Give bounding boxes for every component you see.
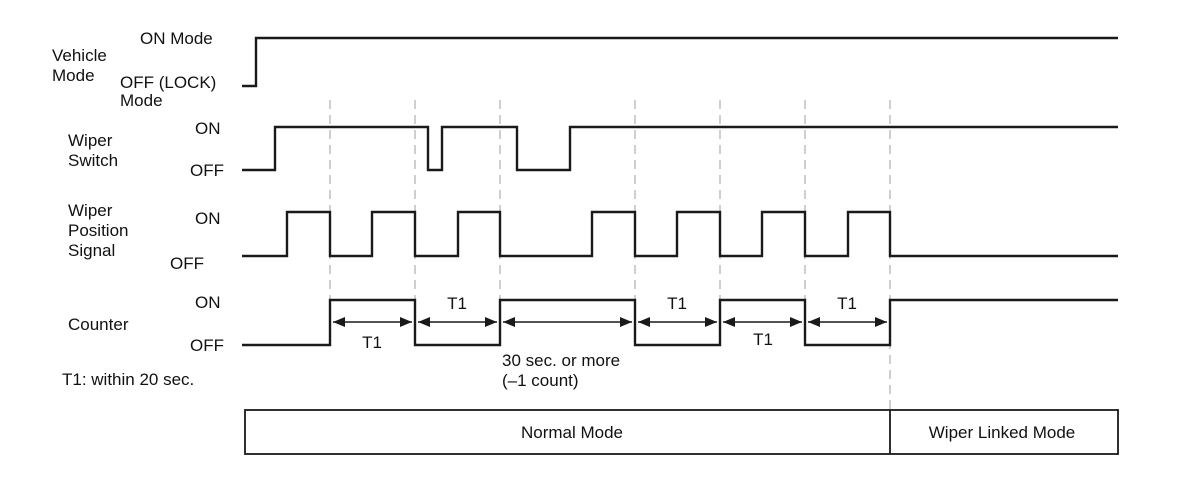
arrowhead xyxy=(503,317,515,327)
counter-label: Counter xyxy=(68,315,129,334)
long-interval-label-line2: (–1 count) xyxy=(502,371,579,390)
vehicle-mode-label-line2: Mode xyxy=(52,66,95,85)
mode-bar-outline xyxy=(244,409,1119,455)
arrowhead xyxy=(620,317,632,327)
wiper-position-label-line1: Wiper xyxy=(68,201,113,220)
vehicle-mode-label-line1: Vehicle xyxy=(52,46,107,65)
wiper-switch-label-line2: Switch xyxy=(68,151,118,170)
arrowhead xyxy=(333,317,345,327)
vehicle-mode-row: Vehicle Mode ON Mode OFF (LOCK) Mode xyxy=(52,29,1118,110)
wiper-position-row: Wiper Position Signal ON OFF xyxy=(68,201,1118,273)
mode-bar: Normal Mode Wiper Linked Mode xyxy=(244,409,1119,455)
t1-label: T1 xyxy=(753,330,773,349)
arrowhead xyxy=(790,317,802,327)
wiper-switch-label-line1: Wiper xyxy=(68,131,113,150)
wiper-position-label-line2: Position xyxy=(68,221,128,240)
counter-off-label: OFF xyxy=(190,336,224,355)
normal-mode-label: Normal Mode xyxy=(521,423,623,442)
wiper-switch-off-label: OFF xyxy=(190,161,224,180)
interval-labels: T1 T1 T1 T1 T1 30 sec. or more (–1 count… xyxy=(362,294,857,390)
vehicle-mode-off-label-line2: Mode xyxy=(120,91,163,110)
wiper-position-waveform xyxy=(242,210,1118,258)
wiper-switch-on-label: ON xyxy=(195,119,221,138)
arrowhead xyxy=(808,317,820,327)
arrowhead xyxy=(705,317,717,327)
arrowhead xyxy=(418,317,430,327)
counter-on-label: ON xyxy=(195,293,221,312)
counter-row: Counter ON OFF xyxy=(68,293,1118,355)
arrowhead xyxy=(638,317,650,327)
t1-label: T1 xyxy=(362,333,382,352)
arrowhead xyxy=(400,317,412,327)
t1-label: T1 xyxy=(447,294,467,313)
wiper-switch-row: Wiper Switch ON OFF xyxy=(68,119,1118,180)
arrowhead xyxy=(485,317,497,327)
interval-arrows xyxy=(333,317,887,327)
t1-label: T1 xyxy=(837,294,857,313)
long-interval-label-line1: 30 sec. or more xyxy=(502,351,620,370)
wiper-position-on-label: ON xyxy=(195,209,221,228)
arrowhead xyxy=(875,317,887,327)
vehicle-mode-on-label: ON Mode xyxy=(140,29,213,48)
wiper-position-label-line3: Signal xyxy=(68,241,115,260)
wiper-linked-mode-label: Wiper Linked Mode xyxy=(929,423,1075,442)
counter-waveform xyxy=(242,298,1118,347)
t1-label: T1 xyxy=(667,294,687,313)
t1-note: T1: within 20 sec. xyxy=(62,370,194,389)
vehicle-mode-off-label-line1: OFF (LOCK) xyxy=(120,73,216,92)
wiper-switch-waveform xyxy=(242,125,1118,172)
arrowhead xyxy=(723,317,735,327)
wiper-position-off-label: OFF xyxy=(170,254,204,273)
vehicle-mode-waveform xyxy=(242,36,1118,88)
